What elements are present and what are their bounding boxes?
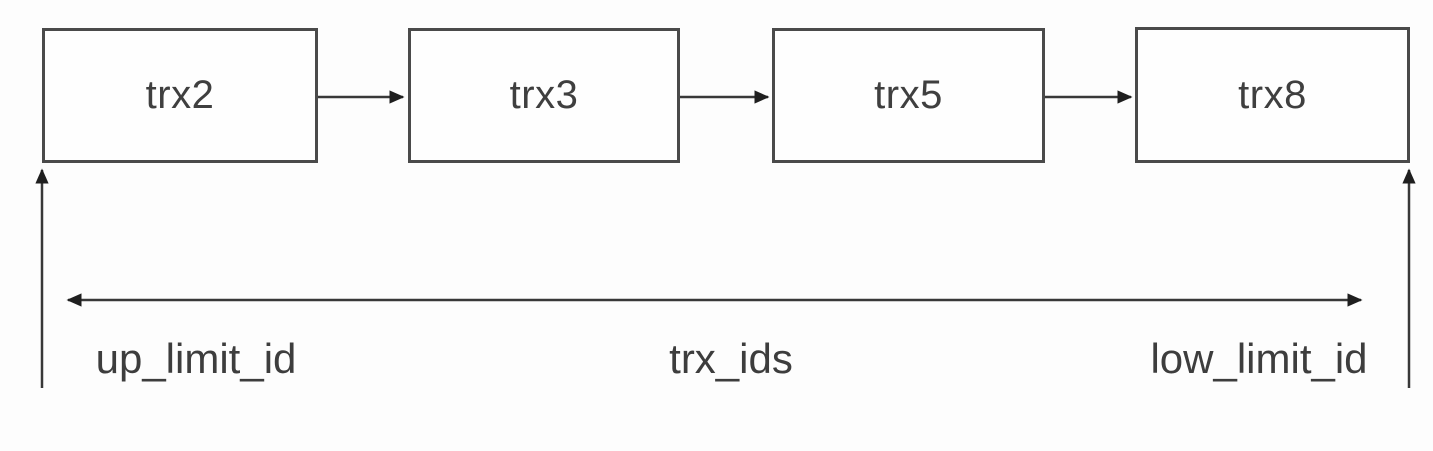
node-trx8-label: trx8 [1238, 72, 1307, 117]
node-trx8: trx8 [1135, 27, 1410, 163]
node-trx5-label: trx5 [874, 73, 943, 117]
label-low-limit-id: low_limit_id [1150, 335, 1368, 382]
node-trx2-label: trx2 [145, 73, 215, 117]
node-trx3-label: trx3 [509, 73, 579, 117]
label-trx-ids: trx_ids [669, 335, 793, 382]
node-trx5: trx5 [772, 28, 1045, 163]
label-up-limit-id: up_limit_id [95, 335, 297, 382]
node-trx3: trx3 [408, 28, 680, 163]
node-trx2: trx2 [42, 28, 318, 163]
